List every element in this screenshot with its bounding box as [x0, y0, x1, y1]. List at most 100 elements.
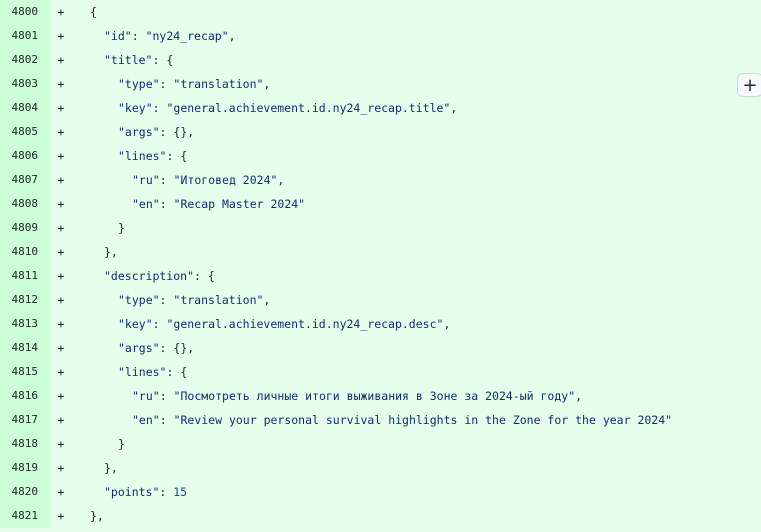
code-line: "lines": {	[72, 149, 187, 163]
code-line: "args": {},	[72, 341, 194, 355]
code-token: :	[159, 293, 174, 307]
line-number[interactable]: 4811	[0, 264, 50, 288]
code-line: }	[72, 221, 125, 235]
plus-icon: +	[742, 74, 758, 96]
line-number[interactable]: 4804	[0, 96, 50, 120]
code-token: },	[90, 509, 104, 523]
line-number[interactable]: 4808	[0, 192, 50, 216]
code-token: {	[90, 5, 97, 19]
code-token: "description"	[104, 269, 195, 283]
line-number[interactable]: 4809	[0, 216, 50, 240]
added-marker: +	[57, 413, 65, 427]
code-line: },	[72, 245, 118, 259]
code-token: "lines"	[118, 365, 167, 379]
line-number[interactable]: 4805	[0, 120, 50, 144]
code-token: "type"	[118, 77, 160, 91]
code-line: }	[72, 437, 125, 451]
added-marker: +	[57, 317, 65, 331]
code-token: "ru"	[132, 389, 160, 403]
line-number[interactable]: 4800	[0, 0, 50, 24]
code-token: ,	[228, 29, 236, 43]
added-marker: +	[57, 53, 65, 67]
code-token: :	[159, 485, 174, 499]
diff-line: 4804 + "key": "general.achievement.id.ny24…	[0, 96, 761, 120]
diff-line: 4818+}	[0, 432, 761, 456]
diff-line: 4809 +}	[0, 216, 761, 240]
code-token: "args"	[118, 341, 160, 355]
code-token: : {	[194, 269, 215, 283]
code-token: },	[104, 461, 118, 475]
diff-line: 4816+"ru": "Посмотреть личные итоги выжи…	[0, 384, 761, 408]
code-token: "Посмотреть личные итоги выживания в Зон…	[173, 389, 576, 403]
line-number[interactable]: 4817	[0, 408, 50, 432]
added-marker: +	[57, 77, 65, 91]
code-line: "args": {},	[72, 125, 194, 139]
added-marker: +	[57, 221, 65, 235]
line-number[interactable]: 4803	[0, 72, 50, 96]
diff-line: 4819+},	[0, 456, 761, 480]
code-token: "Recap Master 2024"	[173, 197, 306, 211]
code-token: :	[159, 413, 174, 427]
line-number[interactable]: 4813	[0, 312, 50, 336]
diff-line: 4815+"lines": {	[0, 360, 761, 384]
code-token: "en"	[132, 197, 160, 211]
code-token: "ru"	[132, 173, 160, 187]
added-marker: +	[57, 245, 65, 259]
code-token: ,	[450, 101, 458, 115]
code-token: ,	[263, 77, 271, 91]
line-number[interactable]: 4819	[0, 456, 50, 480]
code-token: :	[152, 317, 167, 331]
code-token: "lines"	[118, 149, 167, 163]
code-token: ,	[277, 173, 285, 187]
code-line: "lines": {	[72, 365, 187, 379]
diff-line: 4811 + "description": {	[0, 264, 761, 288]
line-number[interactable]: 4802	[0, 48, 50, 72]
diff-line: 4802 + "title": {	[0, 48, 761, 72]
code-token: "translation"	[173, 293, 264, 307]
code-line: "type": "translation",	[72, 293, 270, 307]
line-number[interactable]: 4821	[0, 504, 50, 528]
code-token: : {},	[159, 341, 195, 355]
code-line: "key": "general.achievement.id.ny24_reca…	[72, 101, 457, 115]
code-token: ,	[263, 293, 271, 307]
code-line: "key": "general.achievement.id.ny24_reca…	[72, 317, 450, 331]
line-number[interactable]: 4810	[0, 240, 50, 264]
line-number[interactable]: 4806	[0, 144, 50, 168]
code-line: "ru": "Посмотреть личные итоги выживания…	[72, 389, 582, 403]
code-token: "args"	[118, 125, 160, 139]
diff-line: 4821 +},	[0, 504, 761, 528]
added-marker: +	[57, 173, 65, 187]
code-token: }	[118, 437, 125, 451]
added-marker: +	[57, 293, 65, 307]
code-line: "title": {	[72, 53, 173, 67]
code-token: },	[104, 245, 118, 259]
diff-line: 4805+"args": {},	[0, 120, 761, 144]
code-line: "description": {	[72, 269, 215, 283]
diff-line: 4813 + "key": "general.achievement.id.ny24…	[0, 312, 761, 336]
line-number[interactable]: 4820	[0, 480, 50, 504]
code-token: :	[159, 389, 174, 403]
added-marker: +	[57, 485, 65, 499]
line-number[interactable]: 4814	[0, 336, 50, 360]
line-number[interactable]: 4815	[0, 360, 50, 384]
added-marker: +	[57, 509, 65, 523]
added-marker: +	[57, 269, 65, 283]
added-marker: +	[57, 197, 65, 211]
add-comment-button[interactable]: +	[737, 73, 761, 97]
code-line: "en": "Review your personal survival hig…	[72, 413, 672, 427]
line-number[interactable]: 4801	[0, 24, 50, 48]
added-marker: +	[57, 29, 65, 43]
code-token: "key"	[118, 317, 153, 331]
code-token: "general.achievement.id.ny24_recap.desc"	[166, 317, 444, 331]
line-number[interactable]: 4816	[0, 384, 50, 408]
code-line: },	[72, 461, 118, 475]
line-number[interactable]: 4812	[0, 288, 50, 312]
added-marker: +	[57, 149, 65, 163]
code-token: : {	[166, 365, 188, 379]
line-number[interactable]: 4807	[0, 168, 50, 192]
code-token: "en"	[132, 413, 160, 427]
line-number[interactable]: 4818	[0, 432, 50, 456]
code-line: "type": "translation",	[72, 77, 270, 91]
added-marker: +	[57, 101, 65, 115]
